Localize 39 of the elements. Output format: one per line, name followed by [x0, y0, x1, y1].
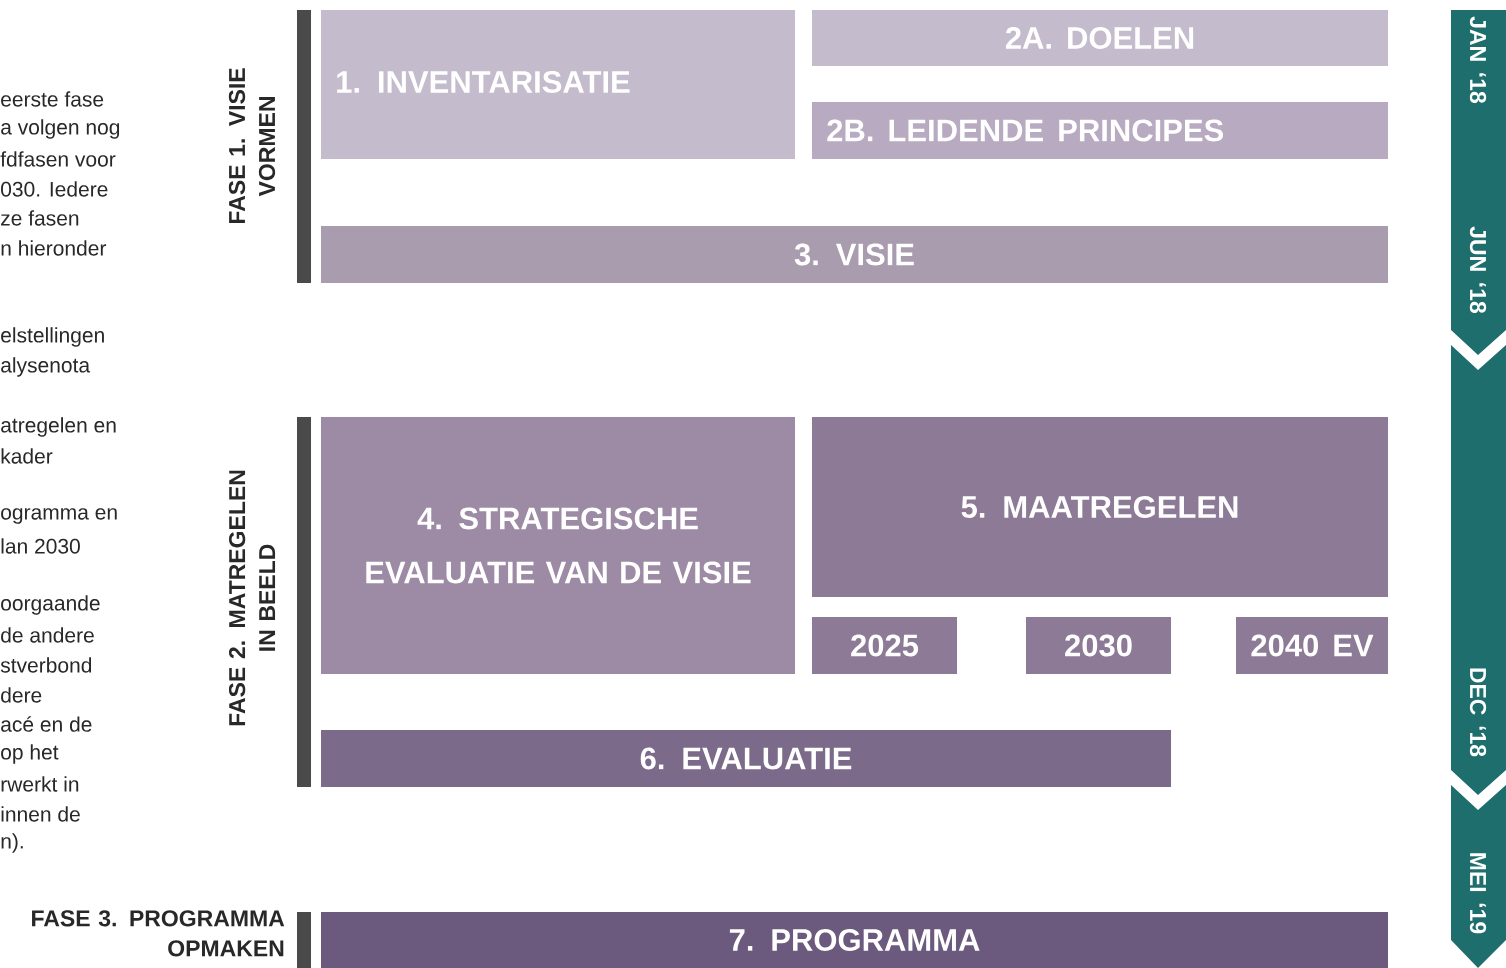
- process-box: 3. VISIE: [321, 226, 1388, 283]
- text-line: n).: [1, 833, 23, 853]
- text-line: atregelen en: [1, 417, 116, 437]
- text-line: fdfasen voor: [0, 151, 116, 167]
- text-line: ze fasen: [1, 210, 79, 226]
- text-line: rwerkt in: [1, 776, 79, 792]
- date-label: JUN ‘18: [1469, 226, 1487, 314]
- text-line: innen de: [1, 806, 80, 822]
- process-box: 1. INVENTARISATIE: [321, 10, 795, 159]
- process-box: 2025: [812, 617, 957, 674]
- text-line: alysenota: [1, 357, 91, 377]
- text-line: op het: [1, 744, 59, 764]
- text-line: oorgaande: [1, 595, 100, 615]
- date-label: MEI ‘19: [1469, 853, 1487, 934]
- process-box: 2040 EV: [1236, 617, 1388, 674]
- process-box: 2A. DOELEN: [812, 10, 1388, 66]
- text-line: eerste fase: [1, 91, 104, 107]
- text-line: kader: [1, 448, 53, 464]
- text-line: dere: [1, 687, 42, 703]
- process-box: 4. STRATEGISCHE EVALUATIE VAN DE VISIE: [321, 417, 795, 674]
- process-box: 2030: [1026, 617, 1171, 674]
- phase-heading: FASE 3. PROGRAMMA OPMAKEN: [32, 910, 311, 968]
- process-box: 7. PROGRAMMA: [321, 912, 1388, 968]
- process-box: 2B. LEIDENDE PRINCIPES: [812, 102, 1388, 159]
- text-line: a volgen nog: [1, 119, 120, 139]
- text-line: ogramma en: [1, 508, 117, 524]
- process-box: 5. MAATREGELEN: [812, 417, 1388, 597]
- date-label: JAN ‘18: [1469, 16, 1487, 104]
- text-line: elstellingen: [1, 327, 104, 347]
- date-label: DEC ‘18: [1469, 668, 1487, 757]
- text-line: 030. Iedere: [1, 181, 108, 197]
- text-line: stverbond: [0, 657, 92, 673]
- phase-heading: FASE 1. VISIE VORMEN: [228, 10, 311, 283]
- phase-heading: FASE 2. MATREGELEN IN BEELD: [229, 417, 311, 787]
- text-line: acé en de: [1, 716, 92, 732]
- text-line: n hieronder: [1, 240, 107, 256]
- process-box: 6. EVALUATIE: [321, 730, 1171, 787]
- text-line: de andere: [1, 627, 94, 643]
- text-line: lan 2030: [1, 538, 80, 554]
